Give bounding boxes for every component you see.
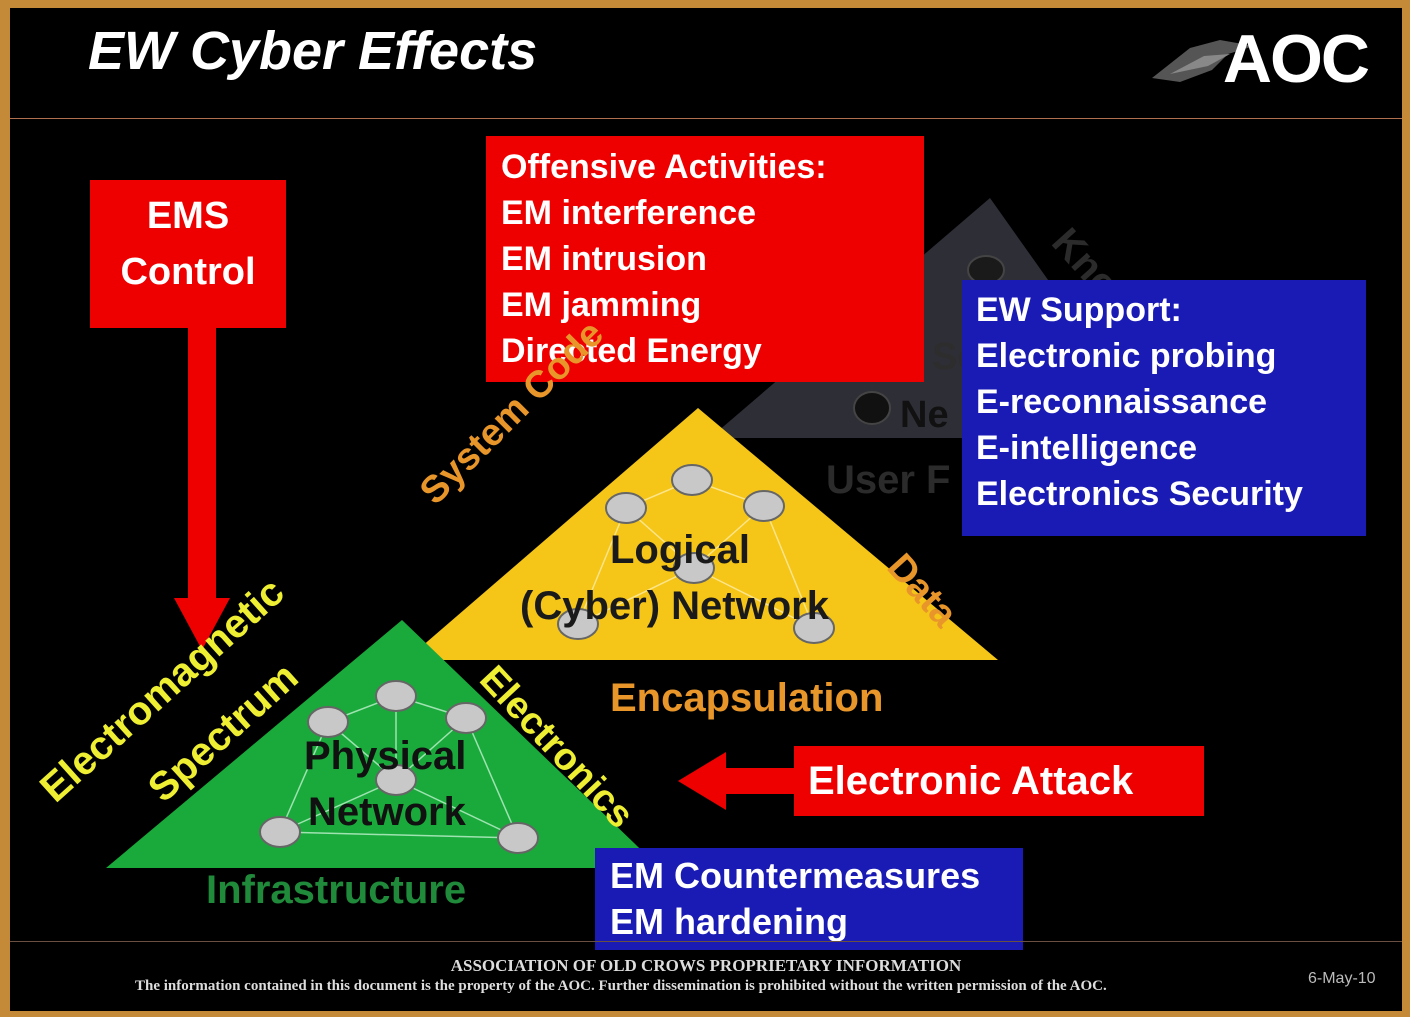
label-ne-fragment: Ne	[900, 394, 949, 436]
label-infrastructure: Infrastructure	[206, 868, 467, 912]
aoc-logo: AOC	[1150, 18, 1390, 98]
offensive-item: EM jamming	[501, 286, 702, 324]
network-node	[557, 608, 599, 640]
offensive-item: Directed Energy	[501, 332, 762, 370]
physical-network-nodes	[259, 680, 539, 854]
title-divider	[10, 118, 1402, 119]
physical-network-edges	[279, 695, 519, 839]
network-node	[307, 706, 349, 738]
offensive-item: EM interference	[501, 194, 757, 232]
ew-support-heading: EW Support:	[976, 291, 1182, 329]
electronic-attack-label: Electronic Attack	[808, 759, 1134, 803]
ems-control-arrow	[174, 326, 230, 650]
countermeasures-item: EM Countermeasures	[610, 855, 981, 896]
logical-network-triangle	[406, 408, 998, 660]
logical-network-nodes	[557, 464, 835, 644]
network-node	[743, 490, 785, 522]
crow-icon	[1152, 40, 1254, 82]
network-node	[375, 764, 417, 796]
ems-control-line: EMS	[146, 195, 230, 237]
label-cyber-network: (Cyber) Network	[520, 584, 829, 628]
logo-text: AOC	[1222, 21, 1370, 97]
label-logical: Logical	[610, 528, 751, 572]
ems-control-box: EMS Control	[90, 180, 286, 328]
em-countermeasures-box: EM Countermeasures EM hardening	[595, 848, 1023, 950]
countermeasures-item: EM hardening	[610, 901, 849, 942]
network-node	[605, 492, 647, 524]
electronic-attack-arrow	[678, 752, 796, 810]
footer-divider	[10, 941, 1402, 942]
ew-support-item: Electronic probing	[976, 337, 1277, 375]
network-node	[445, 702, 487, 734]
network-node	[497, 822, 539, 854]
label-physical: Physical	[304, 734, 467, 778]
background-node	[853, 391, 891, 425]
ew-support-item: E-reconnaissance	[976, 383, 1268, 421]
footer-disclaimer: The information contained in this docume…	[135, 978, 1107, 994]
slide-title: EW Cyber Effects	[88, 21, 538, 81]
ems-control-line: Control	[120, 251, 256, 293]
network-node	[375, 680, 417, 712]
network-node	[673, 552, 715, 584]
physical-network-triangle	[106, 620, 660, 868]
footer-date: 6-May-10	[1308, 970, 1376, 987]
electronic-attack-box: Electronic Attack	[794, 746, 1204, 816]
network-node	[671, 464, 713, 496]
ew-support-item: Electronics Security	[976, 475, 1303, 513]
offensive-heading: Offensive Activities:	[501, 148, 827, 186]
offensive-activities-box: Offensive Activities: EM interference EM…	[486, 136, 924, 382]
label-encapsulation: Encapsulation	[610, 676, 884, 720]
label-user-fragment: User F	[826, 458, 951, 502]
slide: EW Cyber Effects AOC	[10, 8, 1402, 1011]
ew-support-item: E-intelligence	[976, 429, 1198, 467]
label-physical-network: Network	[308, 790, 466, 834]
network-node	[259, 816, 301, 848]
offensive-item: EM intrusion	[501, 240, 707, 278]
ew-support-box: EW Support: Electronic probing E-reconna…	[962, 280, 1366, 536]
footer-proprietary: ASSOCIATION OF OLD CROWS PROPRIETARY INF…	[450, 956, 962, 975]
network-node	[793, 612, 835, 644]
